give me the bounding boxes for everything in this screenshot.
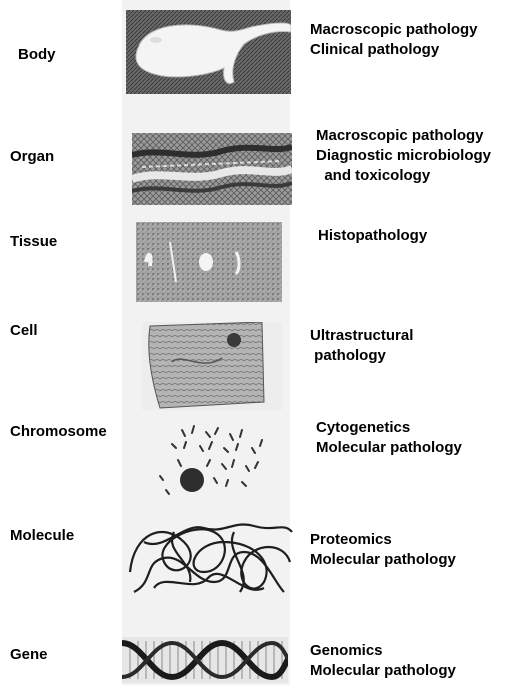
- discipline-text: Macroscopic pathology: [310, 20, 478, 40]
- discipline-text: and toxicology: [316, 166, 491, 186]
- discipline-text: Proteomics: [310, 530, 456, 550]
- discipline-text: Ultrastructural: [310, 326, 413, 346]
- chromosome-image: [152, 420, 280, 500]
- discipline-text: Macroscopic pathology: [316, 126, 491, 146]
- discipline-text: Molecular pathology: [316, 438, 462, 458]
- body-image: [126, 10, 291, 94]
- organ-image: [132, 133, 292, 205]
- discipline-text: Genomics: [310, 641, 456, 661]
- discipline-text: Molecular pathology: [310, 550, 456, 570]
- level-label-cell: Cell: [10, 322, 38, 339]
- discipline-text: pathology: [310, 346, 413, 366]
- disciplines-chromosome: Cytogenetics Molecular pathology: [316, 418, 462, 458]
- level-label-molecule: Molecule: [10, 527, 74, 544]
- molecule-image: [124, 512, 296, 600]
- level-label-organ: Organ: [10, 148, 54, 165]
- disciplines-gene: Genomics Molecular pathology: [310, 641, 456, 681]
- level-label-tissue: Tissue: [10, 233, 57, 250]
- cell-image: [142, 322, 282, 410]
- disciplines-organ: Macroscopic pathology Diagnostic microbi…: [316, 126, 491, 186]
- discipline-text: Diagnostic microbiology: [316, 146, 491, 166]
- disciplines-cell: Ultrastructural pathology: [310, 326, 413, 366]
- gene-image: [122, 637, 288, 683]
- level-label-gene: Gene: [10, 646, 48, 663]
- discipline-text: Clinical pathology: [310, 40, 478, 60]
- level-label-chromosome: Chromosome: [10, 423, 107, 440]
- disciplines-molecule: Proteomics Molecular pathology: [310, 530, 456, 570]
- discipline-text: Histopathology: [318, 226, 427, 246]
- level-label-body: Body: [18, 46, 56, 63]
- disciplines-body: Macroscopic pathology Clinical pathology: [310, 20, 478, 60]
- tissue-image: [136, 222, 282, 302]
- discipline-text: Cytogenetics: [316, 418, 462, 438]
- disciplines-tissue: Histopathology: [318, 226, 427, 246]
- discipline-text: Molecular pathology: [310, 661, 456, 681]
